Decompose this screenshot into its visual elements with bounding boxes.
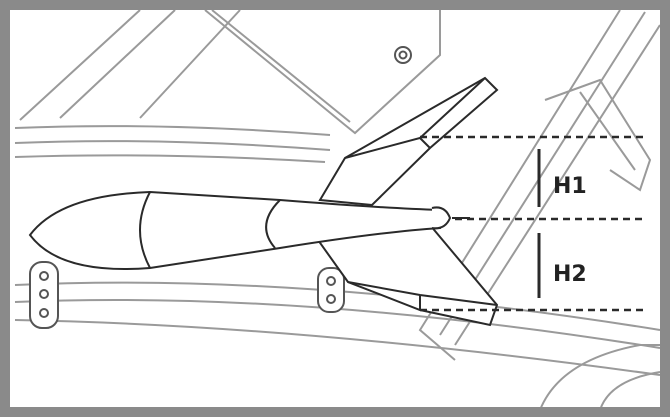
center-mount-holes (317, 267, 345, 313)
upper-wing (318, 76, 499, 207)
main-body (28, 190, 470, 271)
reference-lines (420, 135, 645, 312)
left-bracket-holes (29, 261, 59, 329)
h2-label: H2 (553, 262, 587, 287)
background-structure (14, 9, 661, 411)
bolt-head (394, 46, 412, 64)
h1-label: H1 (553, 174, 587, 199)
